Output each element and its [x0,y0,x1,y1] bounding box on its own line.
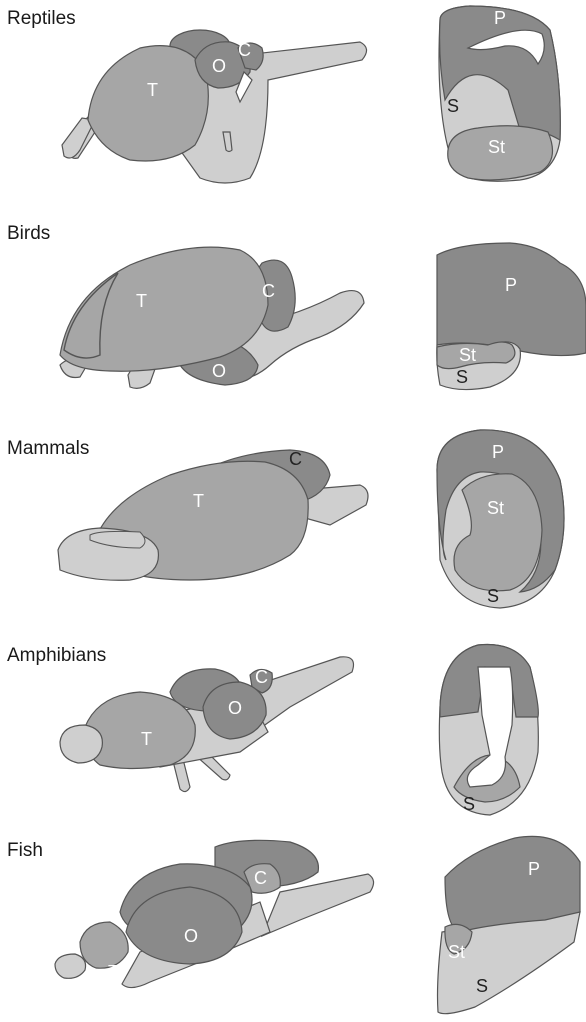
region-label: O [212,361,226,381]
region-label: P [494,8,506,28]
mammal-lateral-brain: T C [58,449,368,580]
region-label: P [505,275,517,295]
amphibian-lateral-brain: T O C [60,657,354,792]
region-label: C [238,40,251,60]
bird-lateral-brain: T O C [60,247,364,388]
region-label: S [476,976,488,996]
region-label: C [254,868,267,888]
region-label: C [262,281,275,301]
region-label: O [212,56,226,76]
amphibian-section: P S [439,627,538,815]
region-label: T [147,80,158,100]
amphibian-diagram: T O C P S [0,637,586,827]
fish-section: P St S [438,836,581,1013]
region-label: T [136,291,147,311]
panel-birds: Birds T O C P St S [0,215,586,415]
region-label: S [463,794,475,814]
fish-lateral-brain: T O C [55,840,374,987]
panel-reptiles: Reptiles T O C P S St [0,0,586,200]
region-label: T [193,491,204,511]
region-label: P [494,627,506,647]
fish-diagram: T O C P St S [0,832,586,1022]
region-label: S [447,96,459,116]
region-label: C [255,667,268,687]
panel-fish: Fish T O C P St S [0,832,586,1022]
mammal-diagram: T C P St S [0,430,586,630]
bird-section: P St S [437,243,586,390]
region-label: S [487,586,499,606]
mammal-section: P St S [437,430,564,608]
region-label: P [528,859,540,879]
region-label: St [487,498,504,518]
region-label: S [456,367,468,387]
region-label: O [184,926,198,946]
region-label: P [492,442,504,462]
region-label: O [228,698,242,718]
region-label: T [141,729,152,749]
reptile-section: P S St [439,6,560,181]
reptile-lateral-brain: T O C [62,30,367,183]
panel-mammals: Mammals T C P St S [0,430,586,630]
region-label: T [108,962,119,982]
region-label: C [289,449,302,469]
bird-diagram: T O C P St S [0,215,586,415]
region-label: St [448,942,465,962]
region-label: St [459,345,476,365]
panel-amphibians: Amphibians T O C P S [0,637,586,827]
reptile-diagram: T O C P S St [0,0,586,200]
region-label: St [488,137,505,157]
